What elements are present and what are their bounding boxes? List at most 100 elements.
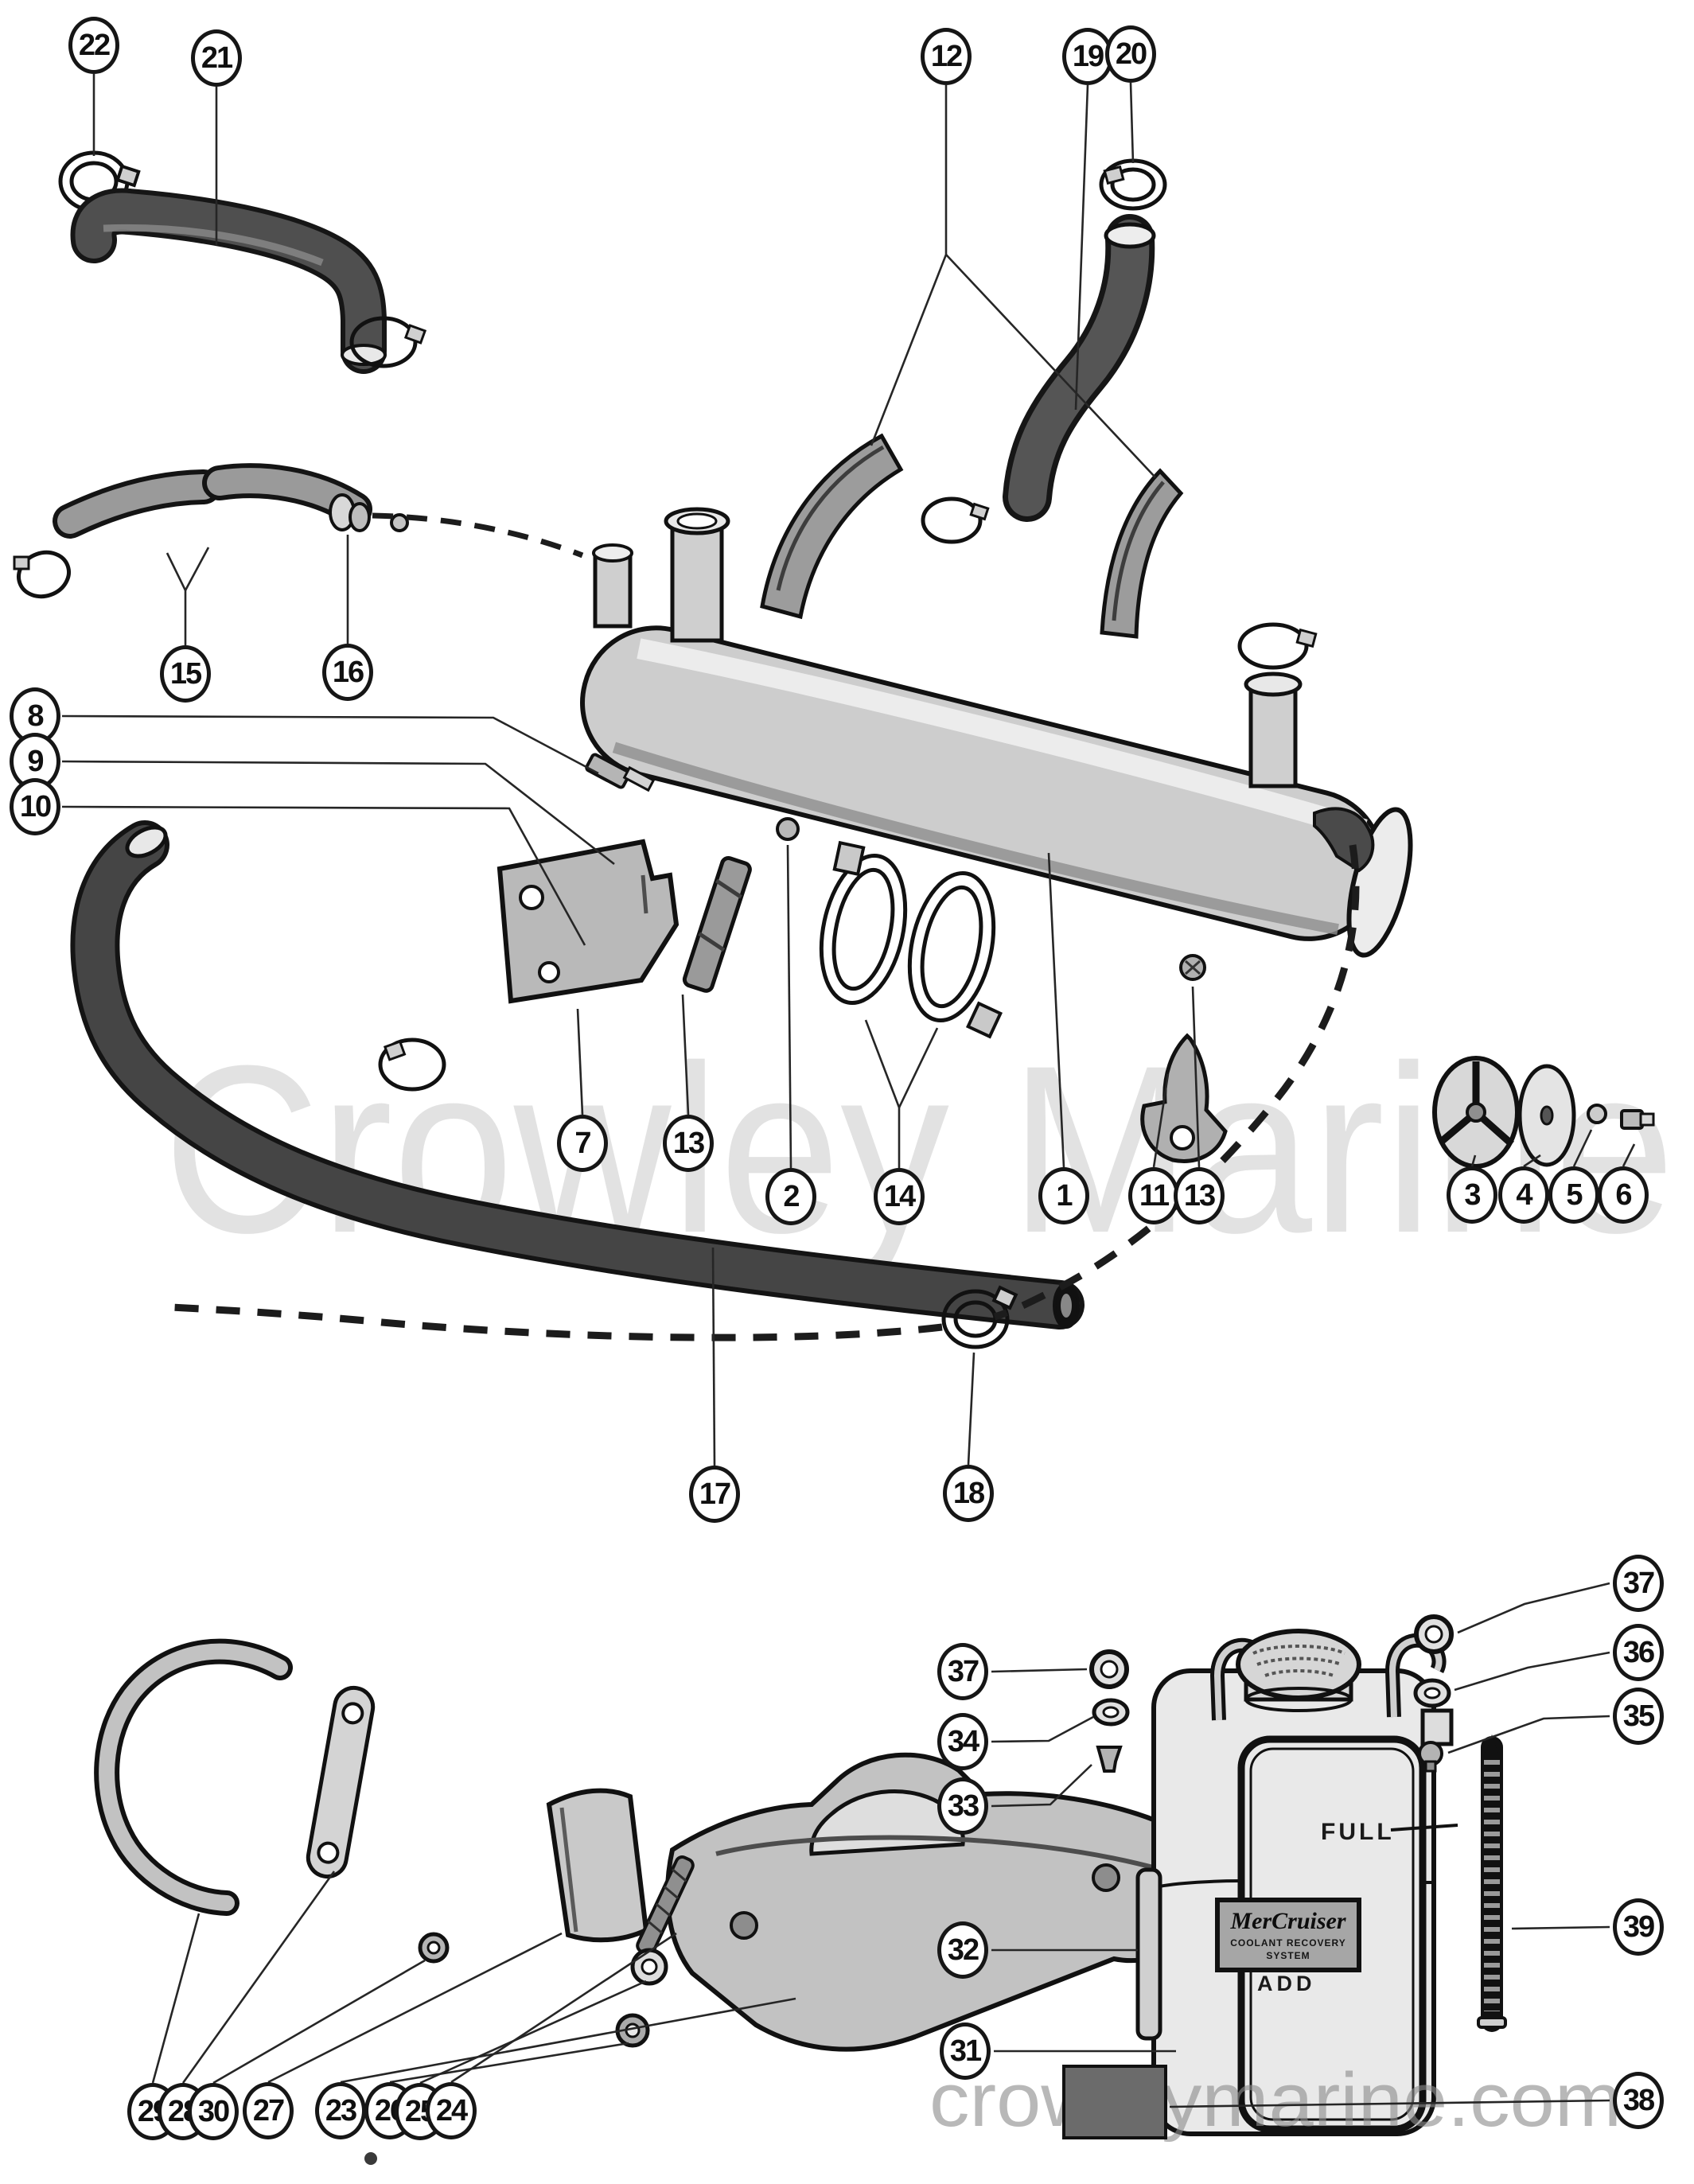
clip-33: [1096, 1746, 1123, 1773]
water-tube-15: [53, 463, 372, 539]
leader-line-17: [711, 1247, 716, 1466]
gasket-4: [1517, 1064, 1576, 1167]
leader-line-27: [267, 1932, 563, 2084]
callout-15: 15: [160, 645, 211, 703]
watermark-text: Crowley Marine: [163, 1015, 1675, 1284]
callout-37: 37: [937, 1643, 988, 1700]
dashed-line-left: [169, 1303, 943, 1341]
clip-35: [1418, 1741, 1443, 1773]
hose-21-exhaust: [70, 188, 387, 374]
anchor-bracket-11: [1140, 1033, 1228, 1163]
tank-full-label: FULL: [1321, 1819, 1395, 1845]
hose-clamp-outlet: [1237, 622, 1318, 670]
leader-line-15: [184, 547, 210, 591]
callout-19: 19: [1062, 28, 1113, 85]
callout-11: 11: [1128, 1167, 1179, 1224]
callout-6: 6: [1598, 1166, 1649, 1224]
pad-38: [1062, 2065, 1167, 2139]
rubber-pad-27: [546, 1788, 649, 1943]
callout-5: 5: [1548, 1166, 1599, 1224]
callout-23: 23: [315, 2082, 366, 2139]
callout-30: 30: [188, 2083, 239, 2140]
shim-12-right: [1100, 468, 1184, 639]
leader-line-1: [1047, 852, 1065, 1168]
leader-line-13: [681, 994, 690, 1115]
callout-16: 16: [322, 644, 373, 701]
u-bolt-29: [94, 1638, 293, 1916]
strap-28: [306, 1685, 376, 1879]
leader-line-37: [1457, 1582, 1610, 1634]
hose-clamp-19-lower: [921, 496, 990, 544]
callout-20: 20: [1105, 25, 1156, 83]
leader-line-37: [991, 1668, 1088, 1673]
callout-32: 32: [937, 1921, 988, 1979]
heat-exchanger-body: [580, 625, 1413, 958]
leader-line-9: [61, 760, 615, 866]
hose-clamp-14b: [907, 870, 1003, 1039]
leader-line-29: [151, 1913, 201, 2084]
fitting-16: [329, 493, 409, 532]
brand-sub1: COOLANT RECOVERY: [1230, 1937, 1346, 1948]
washer-25: [630, 1948, 668, 1986]
hose-clamp-20: [1099, 158, 1167, 211]
nut-30: [418, 1932, 450, 1964]
callout-3: 3: [1447, 1166, 1497, 1224]
dashed-line-right: [993, 844, 1360, 1321]
bolt-6: [1620, 1109, 1655, 1130]
leader-line-18: [967, 1352, 976, 1466]
hose-clamp-14a: [819, 840, 908, 1006]
leader-line-25: [419, 1980, 647, 2085]
shim-12-left: [760, 433, 904, 620]
grommet-37-right: [1414, 1614, 1454, 1654]
callout-27: 27: [243, 2082, 294, 2139]
leader-line-7: [576, 1008, 584, 1115]
leader-line-30: [212, 1959, 426, 2085]
callout-4: 4: [1498, 1166, 1549, 1224]
leader-line-26: [389, 2042, 629, 2084]
leader-line-39: [1511, 1925, 1610, 1930]
callout-18: 18: [943, 1465, 994, 1522]
callout-10: 10: [10, 778, 60, 835]
bolt-8: [585, 753, 656, 792]
leader-line-19: [1074, 84, 1089, 411]
leader-line-38: [1169, 2099, 1610, 2108]
callout-24: 24: [426, 2082, 477, 2139]
dashed-line-16: [372, 512, 584, 559]
mount-bracket-23: [665, 1752, 1221, 2052]
brand-text: MerCruiser: [1229, 1908, 1345, 1934]
hose-19: [1003, 214, 1156, 522]
leader-line-35: [1447, 1715, 1610, 1754]
site-watermark-text: crowleymarine.com: [929, 2057, 1622, 2143]
tank-bracket-32: [1135, 1867, 1162, 2041]
hose-clamp-15: [13, 550, 71, 599]
leader-line-34: [991, 1715, 1094, 1743]
locknut-2: [776, 817, 800, 841]
callout-37: 37: [1613, 1555, 1664, 1612]
tank-brand-label: MerCruiser COOLANT RECOVERY SYSTEM: [1215, 1898, 1361, 1972]
callout-14: 14: [874, 1168, 925, 1225]
callout-36: 36: [1613, 1624, 1664, 1681]
hose-clamp-21-end: [349, 316, 427, 368]
hose-17: [70, 820, 1085, 1329]
tank-add-label: ADD: [1257, 1972, 1316, 1995]
callout-1: 1: [1038, 1167, 1089, 1224]
leader-line-20: [1129, 82, 1135, 164]
leader-line-11: [1152, 1073, 1170, 1168]
mount-bracket-7: [497, 839, 680, 1004]
leader-line-23: [340, 1997, 796, 2084]
leader-line-3: [1470, 1154, 1477, 1167]
leader-line-33: [991, 1764, 1092, 1808]
leader-line-6: [1622, 1143, 1636, 1167]
leader-line-28: [181, 1871, 336, 2084]
leader-line-2: [786, 844, 792, 1169]
callout-22: 22: [68, 17, 119, 74]
callout-21: 21: [191, 29, 242, 87]
bolt-13b: [1179, 954, 1206, 981]
callout-2: 2: [765, 1168, 816, 1225]
leader-line-36: [1454, 1651, 1610, 1692]
leader-line-15: [166, 552, 187, 645]
leader-line-12: [870, 85, 948, 446]
leader-line-14: [898, 1027, 939, 1108]
full-level-line: [1390, 1824, 1458, 1832]
